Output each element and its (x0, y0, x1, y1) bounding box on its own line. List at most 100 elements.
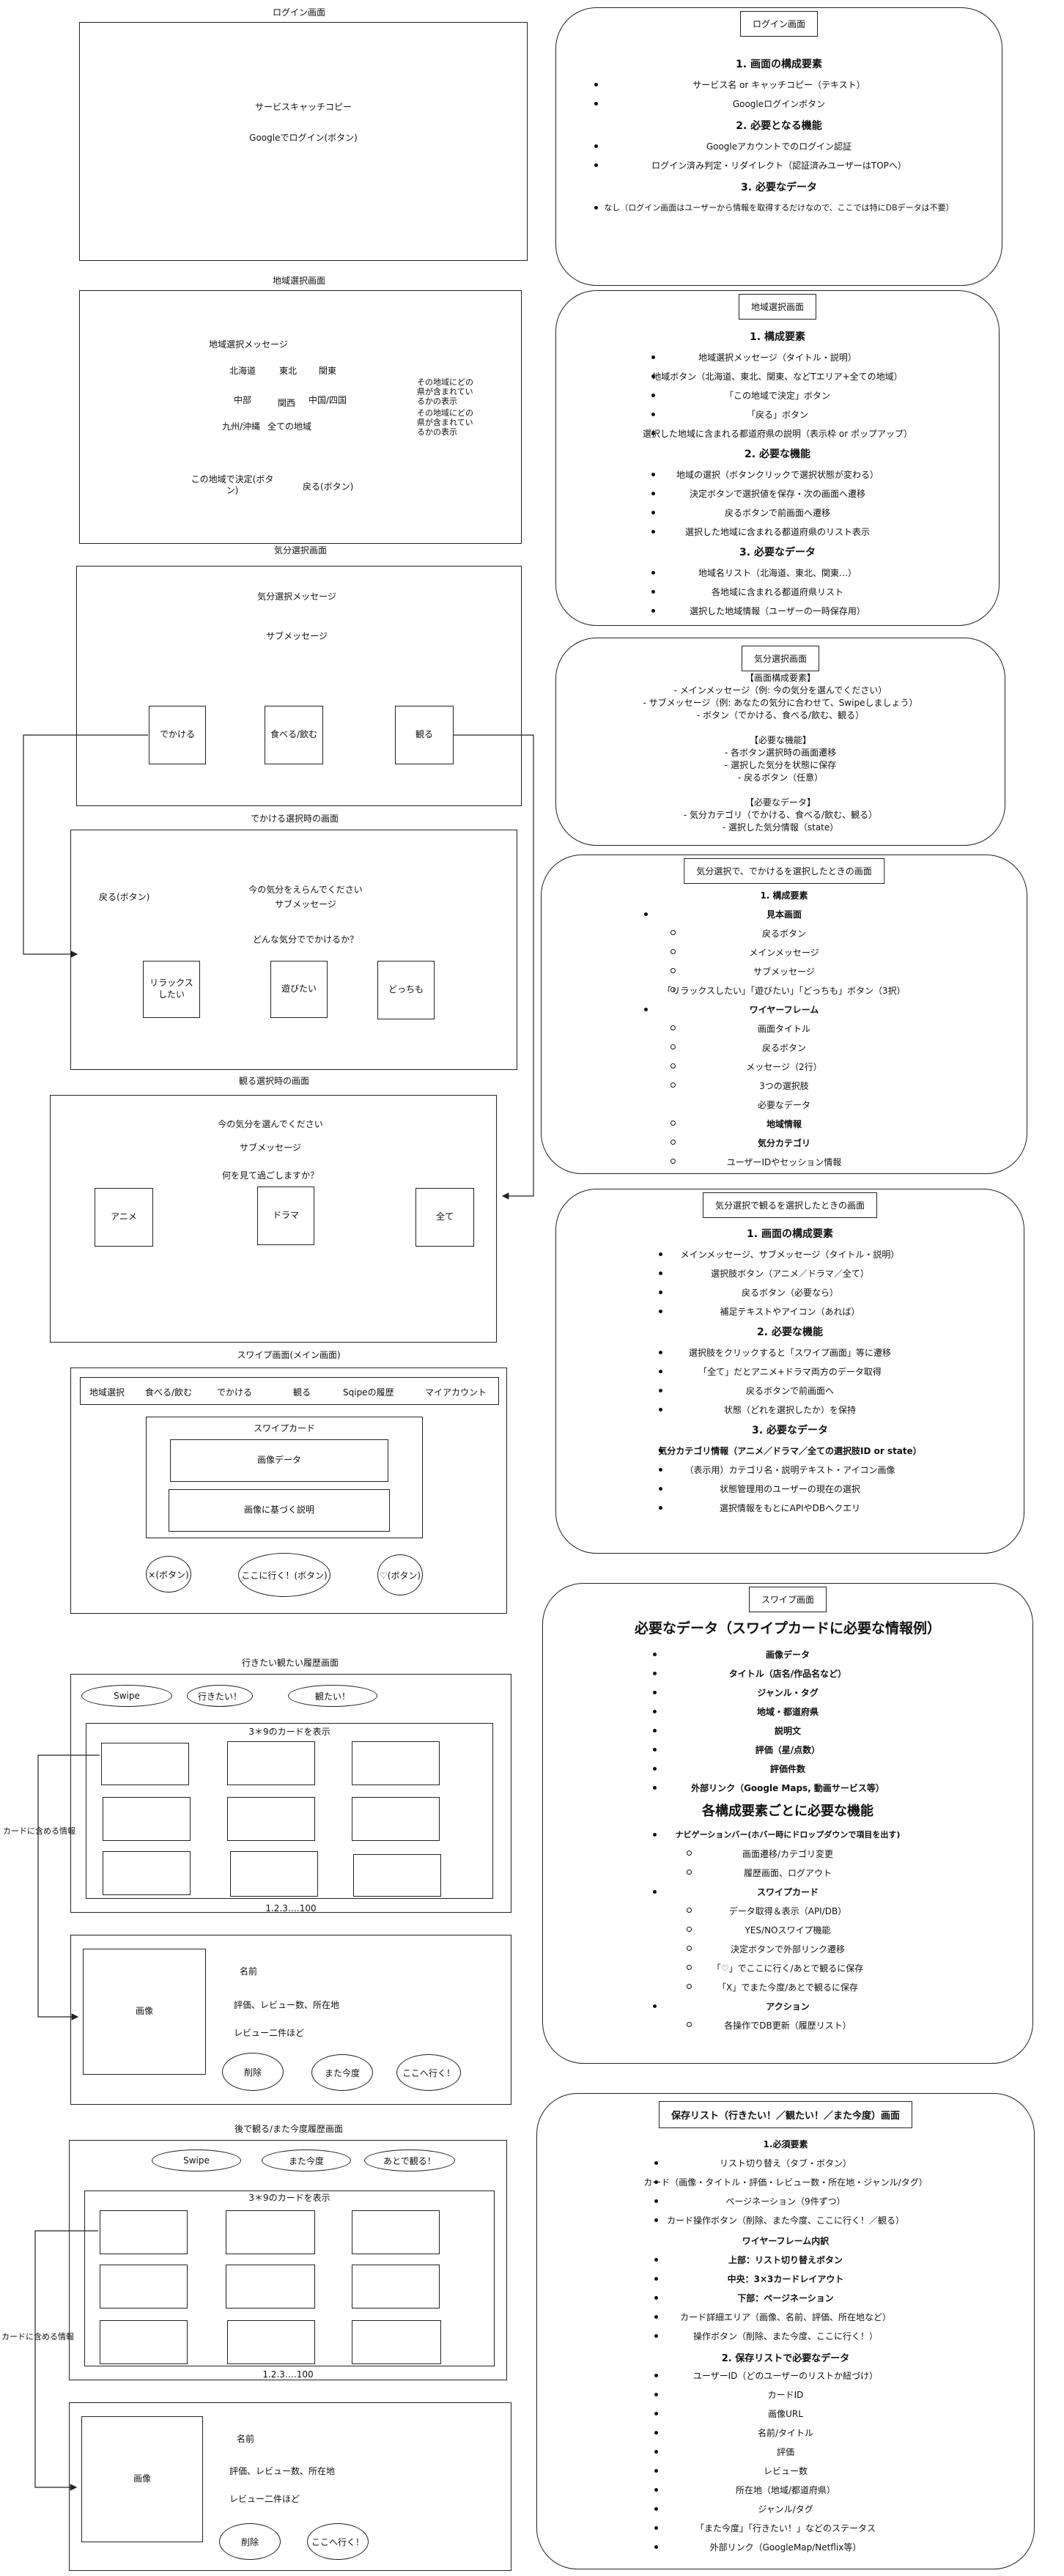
history2-card[interactable] (226, 2265, 315, 2309)
history1-tab-want-go[interactable]: 行きたい！ (187, 1685, 253, 1707)
region-spec-item: 地域の選択（ボタンクリックで選択状態が変わる） (676, 470, 879, 480)
history2-go-button[interactable]: ここへ行く！ (307, 2523, 369, 2560)
mood-outing-button[interactable]: でかける (149, 706, 206, 764)
history2-tab-later[interactable]: また今度 (262, 2149, 351, 2171)
saved-spec-item: カード（画像・タイトル・評価・レビュー数・所在地・ジャンル/タグ） (643, 2177, 928, 2188)
history1-go-button[interactable]: ここへ行く！ (396, 2054, 461, 2091)
history2-card[interactable] (352, 2210, 440, 2254)
history1-delete-button[interactable]: 削除 (222, 2053, 284, 2091)
history2-pagination[interactable]: 1.2.3….100 (262, 2369, 314, 2380)
login-spec-item: サービス名 or キャッチコピー（テキスト） (692, 80, 865, 90)
history2-card[interactable] (100, 2265, 188, 2309)
watch-spec-item: 選択肢をクリックすると「スワイプ画面」等に遷移 (688, 1348, 891, 1358)
nav-outing[interactable]: でかける (217, 1387, 253, 1398)
nav-history[interactable]: Sqipeの履歴 (343, 1387, 394, 1398)
swipe-spec-s2: スワイプカード (756, 1887, 819, 1897)
history1-later-button[interactable]: また今度 (311, 2054, 373, 2091)
history1-detail-review: レビュー二件ほど (234, 2028, 305, 2038)
history1-detail-info: 評価、レビュー数、所在地 (234, 2000, 340, 2010)
history2-card[interactable] (352, 2265, 440, 2309)
region-back-button[interactable]: 戻る(ボタン) (303, 481, 354, 492)
history1-card[interactable] (101, 1743, 189, 1785)
history2-card[interactable] (100, 2210, 188, 2254)
history2-card[interactable] (226, 2210, 315, 2254)
region-kyushu-okinawa[interactable]: 九州/沖縄 (222, 421, 261, 432)
watch-spec-item: 戻るボタン（必要なら） (741, 1288, 838, 1298)
region-chubu[interactable]: 中部 (234, 395, 252, 405)
prefecture-note: その地域にどの県が含まれているかの表示 (417, 377, 473, 406)
nav-account[interactable]: マイアカウント (425, 1387, 487, 1398)
swipe-spec-data-item: 地域・都道府県 (756, 1707, 819, 1717)
mood-message: 気分選択メッセージ (257, 591, 336, 602)
saved-spec-wf-item: 下部：ページネーション (737, 2293, 834, 2303)
history1-card[interactable] (353, 1854, 441, 1897)
history1-side-label: カードに含める情報 (3, 1826, 75, 1836)
outing-back-button[interactable]: 戻る(ボタン) (99, 892, 150, 902)
google-login-button[interactable]: Googleでログイン(ボタン) (249, 133, 358, 143)
outing-spec-tag: 気分選択で、でかけるを選択したときの画面 (684, 858, 884, 884)
nav-eat[interactable]: 食べる/飲む (145, 1387, 193, 1398)
mood-eat-button[interactable]: 食べる/飲む (265, 706, 323, 764)
swipe-spec-data-item: 評価（星/点数） (755, 1745, 821, 1755)
region-tohoku[interactable]: 東北 (279, 366, 298, 376)
watch-msg1: 今の気分を選んでください (218, 1119, 323, 1129)
history2-card[interactable] (352, 2320, 441, 2364)
history2-frame: Swipe また今度 あとで観る！ 3＊9のカードを表示 1.2.3….100 (69, 2140, 507, 2380)
region-kanto[interactable]: 関東 (319, 366, 337, 376)
region-spec-h1: 1. 構成要素 (750, 331, 805, 343)
region-kansai[interactable]: 関西 (278, 398, 296, 408)
saved-spec-item: リスト切り替え（タブ・ボタン） (719, 2158, 851, 2169)
history2-tab-swipe[interactable]: Swipe (152, 2149, 241, 2171)
prefecture-note-overlap: その地域にどの県が含まれているかの表示 (417, 408, 473, 437)
saved-spec-h2: 2. 保存リストで必要なデータ (721, 2353, 850, 2364)
history2-delete-button[interactable]: 削除 (219, 2523, 281, 2560)
saved-spec-panel: 保存リスト（行きたい！／観たい！／また今度）画面 1.必須要素 リスト切り替え（… (536, 2093, 1035, 2569)
history1-card[interactable] (227, 1797, 315, 1841)
region-hokkaido[interactable]: 北海道 (229, 366, 256, 376)
outing-spec-item: サブメッセージ (753, 967, 815, 977)
history2-card[interactable] (227, 2320, 315, 2364)
go-here-button[interactable]: ここに行く！(ボタン) (238, 1553, 330, 1597)
history1-card[interactable] (103, 1851, 191, 1895)
history1-card[interactable] (227, 1741, 315, 1785)
navigation-bar: 地域選択 食べる/飲む でかける 観る Sqipeの履歴 マイアカウント (80, 1377, 499, 1405)
swipe-card[interactable]: スワイプカード 画像データ 画像に基づく説明 (146, 1417, 423, 1538)
region-spec-panel: 地域選択画面 1. 構成要素 地域選択メッセージ（タイトル・説明） 地域ボタン（… (555, 290, 1000, 626)
outing-question: どんな気分ででかけるか？ (252, 934, 358, 945)
watch-anime-button[interactable]: アニメ (95, 1188, 153, 1247)
history1-frame-title: 行きたい観たい履歴画面 (241, 1658, 339, 1668)
region-spec-item: 選択した地域に含まれる都道府県の説明（表示枠 or ポップアップ） (643, 429, 912, 439)
region-all[interactable]: 全ての地域 (267, 421, 312, 432)
nav-watch[interactable]: 観る (293, 1387, 311, 1398)
history1-card[interactable] (352, 1797, 440, 1841)
outing-spec-item: 画面タイトル (757, 1024, 810, 1034)
mood-watch-button[interactable]: 観る (395, 706, 454, 764)
nav-region[interactable]: 地域選択 (89, 1387, 125, 1398)
swipe-spec-title2: 各構成要素ごとに必要な機能 (702, 1804, 873, 1819)
swipe-spec-data-item: 評価件数 (769, 1764, 805, 1774)
history2-tab-watch-later[interactable]: あとで観る！ (364, 2149, 455, 2171)
dislike-button[interactable]: ×(ボタン) (146, 1556, 191, 1593)
history1-tab-swipe[interactable]: Swipe (81, 1685, 172, 1707)
outing-frame: 戻る(ボタン) 今の気分をえらんでください サブメッセージ どんな気分ででかける… (70, 830, 517, 1070)
history2-card[interactable] (100, 2320, 188, 2364)
watch-spec-tag: 気分選択で観るを選択したときの画面 (702, 1192, 878, 1218)
login-spec-panel: ログイン画面 1. 画面の構成要素 サービス名 or キャッチコピー（テキスト）… (555, 7, 1002, 286)
history1-tab-want-watch[interactable]: 観たい！ (288, 1685, 377, 1707)
outing-relax-button[interactable]: リラックスしたい (143, 961, 200, 1018)
watch-all-button[interactable]: 全て (415, 1188, 474, 1247)
like-button[interactable]: ♡(ボタン) (377, 1554, 423, 1595)
history1-card-grid: 3＊9のカードを表示 (86, 1723, 493, 1899)
history1-pagination[interactable]: 1.2.3….100 (265, 1903, 317, 1913)
region-decide-button[interactable]: この地域で決定(ボタン) (191, 474, 274, 495)
region-spec-item: 選択した地域に含まれる都道府県のリスト表示 (684, 527, 870, 537)
history1-card[interactable] (352, 1741, 440, 1785)
watch-drama-button[interactable]: ドラマ (257, 1186, 314, 1245)
catchcopy-text: サービスキャッチコピー (254, 102, 352, 112)
history1-card[interactable] (230, 1851, 318, 1897)
history1-card[interactable] (103, 1797, 191, 1841)
outing-spec-data-item: 地域情報 (766, 1119, 802, 1129)
outing-both-button[interactable]: どっちも (377, 961, 435, 1019)
region-chugoku-shikoku[interactable]: 中国/四国 (309, 395, 347, 405)
outing-play-button[interactable]: 遊びたい (270, 961, 328, 1018)
